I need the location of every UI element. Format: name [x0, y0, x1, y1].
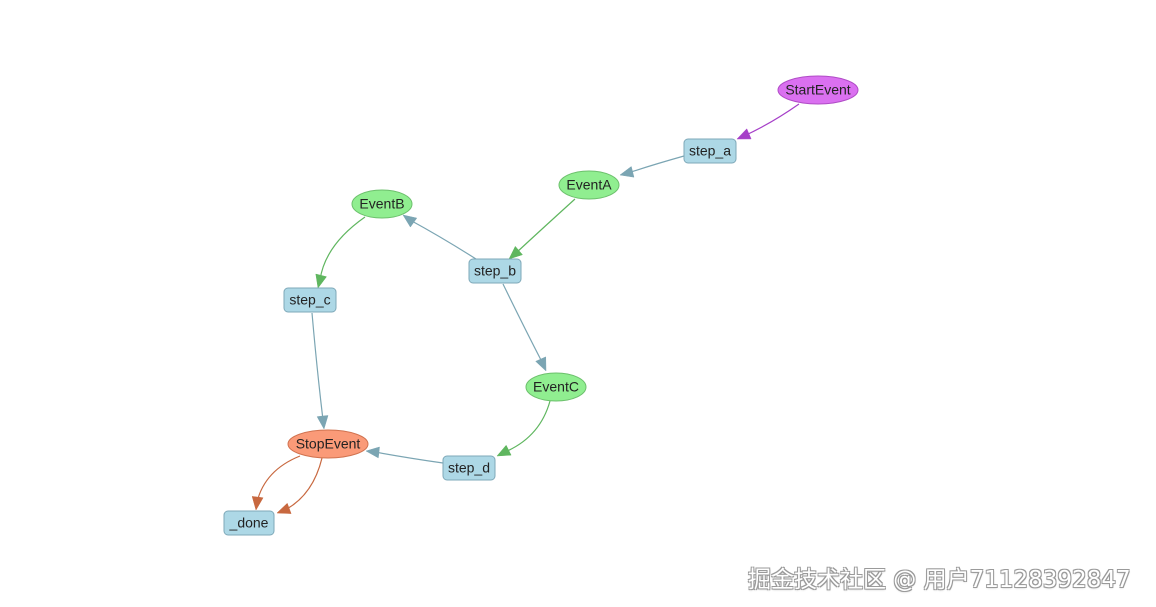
event-ellipse	[525, 372, 587, 402]
edge-StopEvent-to-_done	[276, 457, 323, 514]
edge-EventB-to-step_c	[315, 216, 366, 289]
node-label: _done	[229, 515, 269, 531]
node-step-a[interactable]: step_a	[683, 138, 737, 164]
edge-step_b-to-EventC	[502, 283, 547, 372]
node-eventa[interactable]: EventA	[558, 170, 620, 200]
edge-line	[743, 103, 800, 137]
edge-step_b-to-EventB	[402, 214, 477, 260]
node-label: StartEvent	[785, 82, 850, 98]
step-box	[683, 138, 737, 164]
edge-line	[515, 198, 576, 254]
arrowhead	[315, 273, 327, 289]
arrowhead	[508, 245, 523, 260]
node-step-d[interactable]: step_d	[442, 455, 496, 481]
event-ellipse	[351, 189, 413, 219]
arrowhead	[251, 496, 264, 511]
edge-line	[319, 216, 366, 281]
edge-line	[284, 457, 323, 511]
arrowhead	[736, 128, 752, 140]
arrowhead	[619, 166, 635, 178]
edge-step_c-to-StopEvent	[311, 312, 329, 430]
node-label: step_d	[448, 460, 490, 476]
edge-line	[311, 312, 324, 421]
event-ellipse	[287, 429, 369, 459]
node-label: step_c	[289, 292, 330, 308]
watermark-text: 掘金技术社区 @ 用户71128392847	[748, 567, 1131, 593]
edge-step_d-to-StopEvent	[365, 446, 444, 464]
edge-EventA-to-step_b	[508, 198, 576, 260]
arrowhead	[402, 214, 418, 228]
node-startevent[interactable]: StartEvent	[777, 75, 859, 105]
event-ellipse	[777, 75, 859, 105]
edge-line	[502, 283, 543, 363]
edge-line	[374, 451, 444, 464]
node-stopevent[interactable]: StopEvent	[287, 429, 369, 459]
edge-line	[627, 155, 685, 174]
edge-EventC-to-step_d	[496, 400, 551, 457]
node--done[interactable]: _done	[223, 510, 275, 536]
node-label: EventB	[359, 196, 404, 212]
node-label: EventA	[566, 177, 612, 193]
step-box	[283, 287, 337, 313]
edge-step_a-to-EventA	[619, 155, 685, 178]
arrowhead	[365, 446, 380, 459]
node-eventc[interactable]: EventC	[525, 372, 587, 402]
edges-layer	[251, 103, 800, 514]
node-eventb[interactable]: EventB	[351, 189, 413, 219]
node-label: StopEvent	[296, 436, 361, 452]
step-box	[442, 455, 496, 481]
event-ellipse	[558, 170, 620, 200]
edge-line	[256, 455, 301, 503]
arrowhead	[316, 415, 329, 430]
step-box	[468, 258, 522, 284]
arrowhead	[496, 444, 512, 457]
edge-line	[504, 400, 551, 453]
edge-StopEvent-to-_done	[251, 455, 301, 511]
edge-line	[409, 219, 477, 260]
node-step-c[interactable]: step_c	[283, 287, 337, 313]
arrowhead	[276, 502, 292, 514]
node-label: step_b	[474, 263, 516, 279]
edge-StartEvent-to-step_a	[736, 103, 800, 140]
arrowhead	[535, 356, 547, 372]
node-step-b[interactable]: step_b	[468, 258, 522, 284]
step-box	[223, 510, 275, 536]
node-label: EventC	[533, 379, 579, 395]
node-label: step_a	[689, 143, 731, 159]
